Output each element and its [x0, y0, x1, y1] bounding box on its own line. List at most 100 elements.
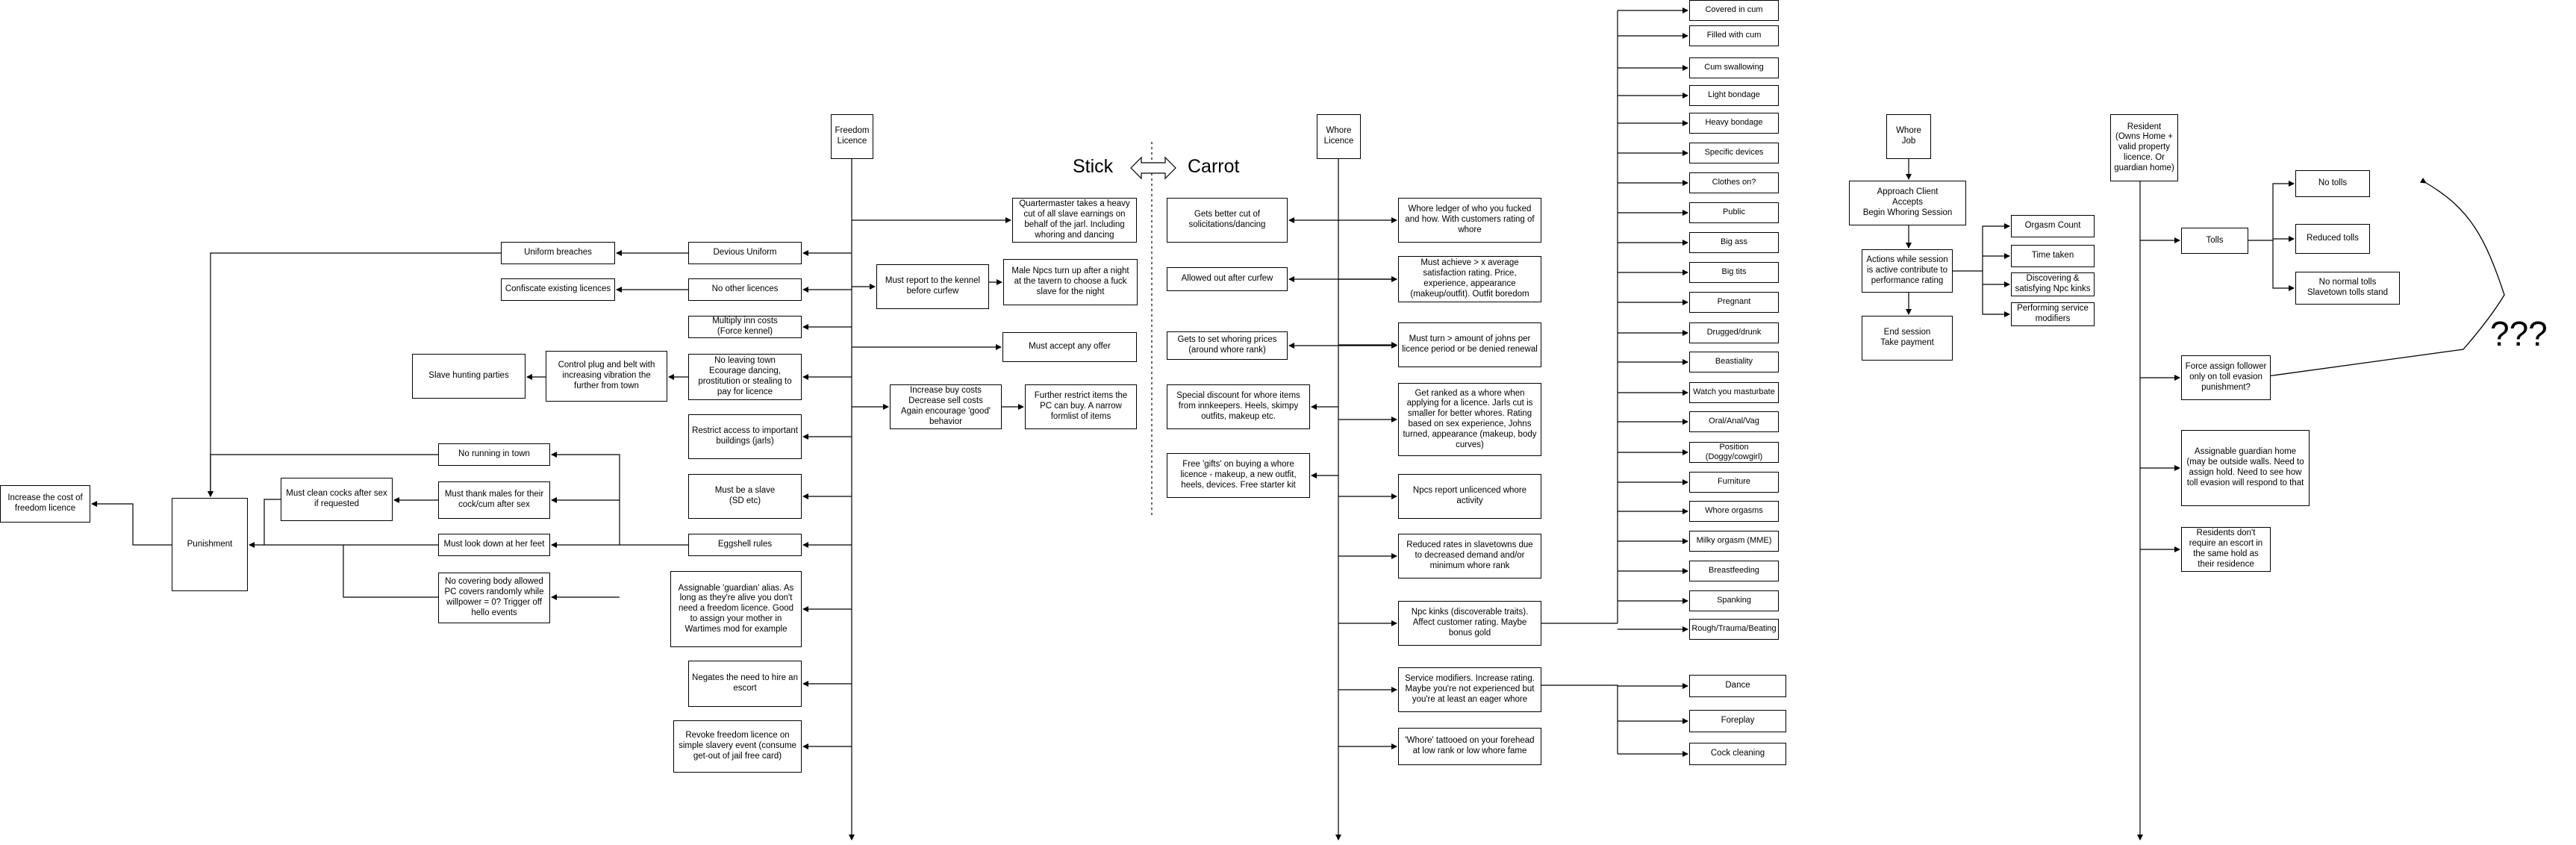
kink-item: Rough/Trauma/Beating [1689, 619, 1779, 640]
multiply-inn-box: Multiply inn costs (Force kennel) [688, 316, 802, 338]
npc-kinks-box: Npc kinks (discoverable traits). Affect … [1398, 601, 1541, 646]
no-tolls-box: No tolls [2295, 170, 2370, 197]
control-plug-box: Control plug and belt with increasing vi… [546, 351, 667, 402]
must-be-slave-box: Must be a slave (SD etc) [688, 474, 802, 519]
kink-item: Light bondage [1689, 85, 1779, 106]
special-discount-box: Special discount for whore items from in… [1167, 384, 1310, 429]
kink-item: Heavy bondage [1689, 113, 1779, 134]
residents-dont-box: Residents don't require an escort in the… [2181, 527, 2271, 572]
kink-item: Filled with cum [1689, 25, 1779, 46]
no-covering-box: No covering body allowed PC covers rando… [438, 573, 550, 623]
kink-item: Furniture [1689, 472, 1779, 493]
negates-escort-box: Negates the need to hire an escort [688, 661, 802, 707]
connector [263, 499, 281, 545]
kink-item: Cum swallowing [1689, 57, 1779, 78]
get-ranked-box: Get ranked as a whore when applying for … [1398, 383, 1541, 456]
quartermaster-box: Quartermaster takes a heavy cut of all s… [1012, 198, 1137, 243]
must-turn-box: Must turn > amount of johns per licence … [1398, 322, 1541, 367]
restrict-access-box: Restrict access to important buildings (… [688, 414, 802, 459]
eggshell-box: Eggshell rules [688, 534, 802, 556]
connector [1541, 685, 1618, 754]
allowed-out-box: Allowed out after curfew [1167, 267, 1288, 291]
no-normal-tolls-box: No normal tolls Slavetown tolls stand [2295, 272, 2400, 305]
connector [208, 252, 501, 497]
must-look-box: Must look down at her feet [438, 534, 550, 556]
service-item: Foreplay [1689, 710, 1786, 732]
double-arrow-icon [1130, 156, 1176, 180]
kink-item: Drugged/drunk [1689, 322, 1779, 343]
performing-box: Performing service modifiers [2011, 302, 2095, 326]
slave-hunting-box: Slave hunting parties [412, 354, 526, 399]
kink-item: Beastiality [1689, 352, 1779, 372]
stick-label: Stick [1073, 156, 1114, 177]
devious-uniform-box: Devious Uniform [688, 242, 802, 264]
service-item: Cock cleaning [1689, 743, 1786, 765]
end-session-box: End session Take payment [1862, 316, 1953, 361]
kink-item: Breastfeeding [1689, 561, 1779, 581]
service-modifiers-box: Service modifiers. Increase rating. Mayb… [1398, 667, 1541, 712]
whore-licence-header: Whore Licence [1317, 114, 1361, 159]
connector [1982, 271, 2010, 317]
increase-cost-box: Increase the cost of freedom licence [0, 485, 90, 523]
further-restrict-box: Further restrict items the PC can buy. A… [1025, 384, 1137, 429]
kink-item: Position (Doggy/cowgirl) [1689, 442, 1779, 463]
tattooed-box: 'Whore' tattooed on your forehead at low… [1398, 728, 1541, 765]
kink-item: Watch you masturbate [1689, 382, 1779, 403]
no-other-licences-box: No other licences [688, 278, 802, 301]
ledger-box: Whore ledger of who you fucked and how. … [1398, 198, 1541, 243]
uniform-breaches-box: Uniform breaches [501, 242, 615, 264]
service-item: Dance [1689, 675, 1786, 697]
kink-item: Big ass [1689, 232, 1779, 253]
increase-buy-box: Increase buy costs Decrease sell costs A… [890, 384, 1002, 429]
must-thank-box: Must thank males for their cock/cum afte… [438, 481, 550, 519]
approach-client-box: Approach Client Accepts Begin Whoring Se… [1849, 181, 1966, 225]
assignable-guardian-home-box: Assignable guardian home (may be outside… [2181, 430, 2310, 506]
reduced-rates-box: Reduced rates in slavetowns due to decre… [1398, 534, 1541, 579]
carrot-label: Carrot [1188, 156, 1240, 177]
kink-item: Pregnant [1689, 292, 1779, 313]
must-accept-box: Must accept any offer [1002, 332, 1137, 362]
kink-item: Covered in cum [1689, 0, 1779, 21]
must-clean-box: Must clean cocks after sex if requested [281, 478, 393, 521]
kink-item: Spanking [1689, 590, 1779, 611]
kink-item: Oral/Anal/Vag [1689, 411, 1779, 432]
sets-prices-box: Gets to set whoring prices (around whore… [1167, 331, 1288, 360]
confiscate-box: Confiscate existing licences [501, 278, 615, 301]
npcs-report-box: Npcs report unlicenced whore activity [1398, 474, 1541, 519]
actions-session-box: Actions while session is active contribu… [1862, 249, 1953, 293]
no-running-box: No running in town [438, 443, 550, 466]
time-taken-box: Time taken [2011, 245, 2095, 267]
connector [343, 545, 438, 598]
freedom-licence-header: Freedom Licence [831, 114, 873, 159]
whore-job-header: Whore Job [1886, 114, 1931, 159]
no-leaving-box: No leaving town Ecourage dancing, prosti… [688, 354, 802, 400]
kink-item: Specific devices [1689, 143, 1779, 163]
connector [2272, 240, 2295, 291]
connector [1953, 223, 2010, 272]
reduced-tolls-box: Reduced tolls [2295, 224, 2370, 254]
question-marks: ??? [2490, 314, 2548, 353]
must-report-box: Must report to the kennel before curfew [876, 264, 989, 309]
tolls-box: Tolls [2181, 228, 2248, 254]
connector [91, 501, 172, 546]
kink-item: Milky orgasm (MME) [1689, 531, 1779, 552]
assignable-guardian-box: Assignable 'guardian' alias. As long as … [670, 571, 802, 647]
punishment-box: Punishment [172, 498, 248, 591]
resident-header: Resident (Owns Home + valid property lic… [2110, 114, 2178, 181]
connector [2248, 181, 2295, 241]
force-assign-box: Force assign follower only on toll evasi… [2181, 355, 2271, 400]
discovering-box: Discovering & satisfying Npc kinks [2011, 272, 2095, 296]
must-achieve-box: Must achieve > x average satisfaction ra… [1398, 256, 1541, 302]
male-npcs-box: Male Npcs turn up after a night at the t… [1003, 259, 1138, 305]
kink-item: Clothes on? [1689, 172, 1779, 193]
kink-item: Big tits [1689, 262, 1779, 283]
free-gifts-box: Free 'gifts' on buying a whore licence -… [1167, 453, 1310, 498]
kink-item: Public [1689, 202, 1779, 223]
kink-item: Whore orgasms [1689, 501, 1779, 522]
orgasm-count-box: Orgasm Count [2011, 215, 2095, 237]
revoke-box: Revoke freedom licence on simple slavery… [673, 720, 802, 773]
better-cut-box: Gets better cut of solicitations/dancing [1167, 198, 1288, 243]
question-curve [2261, 178, 2505, 380]
